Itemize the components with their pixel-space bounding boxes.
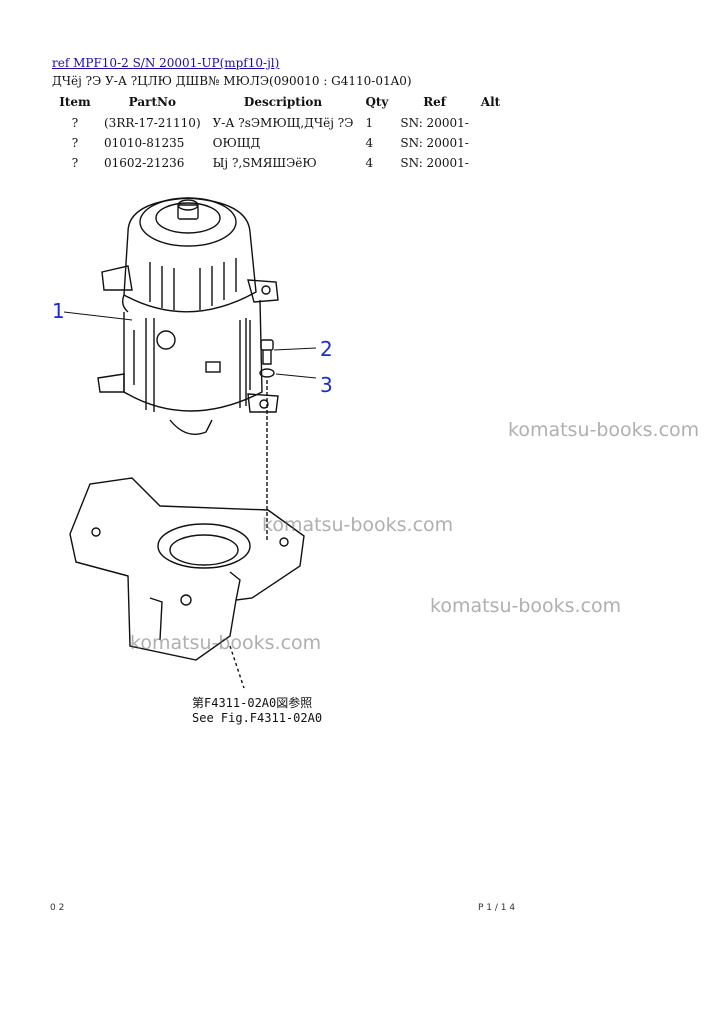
ref-link[interactable]: ref	[52, 56, 70, 70]
table-row: ? 01010-81235 ОЮЩД 4 SN: 20001-	[52, 133, 506, 153]
col-ref: Ref	[423, 95, 446, 109]
cell-ref: SN: 20001-	[400, 136, 469, 150]
cell-description: Ыј ?,SМЯШЭёЮ	[212, 156, 317, 170]
col-partno: PartNo	[128, 95, 176, 109]
page-subtitle: ДЧёј ?Э У-А ?ЦЛЮ ДШВ№ МЮЛЭ(090010 : G411…	[52, 74, 412, 88]
cell-partno: (3RR-17-21110)	[104, 116, 201, 130]
cell-alt	[475, 133, 506, 153]
cell-partno: 01602-21236	[104, 156, 185, 170]
cell-qty: 4	[365, 156, 374, 170]
bracket-drawing	[69, 477, 305, 689]
model-title-link[interactable]: MPF10-2 S/N 20001-UP(mpf10-jl)	[73, 56, 280, 70]
callout-1: 1	[52, 299, 65, 323]
watermark: komatsu-books.com	[262, 514, 454, 536]
parts-diagram: 1 2 3 第F4311-02A0図参照 See Fig.F4311-02A0	[52, 197, 333, 725]
callout-2: 2	[320, 337, 333, 361]
watermark: komatsu-books.com	[508, 419, 700, 441]
cell-alt	[475, 153, 506, 173]
watermark: komatsu-books.com	[430, 595, 622, 617]
table-row: ? 01602-21236 Ыј ?,SМЯШЭёЮ 4 SN: 20001-	[52, 153, 506, 173]
alternator-drawing	[97, 197, 279, 435]
col-item: Item	[59, 95, 91, 109]
watermark: komatsu-books.com	[130, 632, 322, 654]
table-header-row: Item PartNo Description Qty Ref Alt	[52, 93, 506, 113]
leader-lines	[63, 311, 317, 379]
figure-note-jp: 第F4311-02A0図参照	[192, 695, 312, 710]
col-qty: Qty	[365, 95, 389, 109]
cell-ref: SN: 20001-	[400, 116, 469, 130]
cell-item: ?	[71, 156, 79, 170]
cell-alt	[475, 113, 506, 133]
col-alt: Alt	[480, 95, 501, 109]
cell-ref: SN: 20001-	[400, 156, 469, 170]
bolt-drawing	[259, 339, 275, 540]
cell-item: ?	[71, 136, 79, 150]
col-description: Description	[243, 95, 323, 109]
footer-left: 0 2	[50, 903, 65, 913]
parts-table: Item PartNo Description Qty Ref Alt ? (3…	[52, 93, 506, 173]
footer-right: P 1 / 1 4	[478, 903, 516, 913]
header-link[interactable]: ref MPF10-2 S/N 20001-UP(mpf10-jl)	[52, 56, 279, 70]
cell-description: У-А ?sЭМЮЩ,ДЧёј ?Э	[212, 116, 354, 130]
cell-description: ОЮЩД	[212, 136, 261, 150]
cell-qty: 4	[365, 136, 374, 150]
figure-note-en: See Fig.F4311-02A0	[192, 711, 322, 725]
cell-partno: 01010-81235	[104, 136, 185, 150]
table-row: ? (3RR-17-21110) У-А ?sЭМЮЩ,ДЧёј ?Э 1 SN…	[52, 113, 506, 133]
callout-3: 3	[320, 373, 333, 397]
cell-qty: 1	[365, 116, 374, 130]
cell-item: ?	[71, 116, 79, 130]
